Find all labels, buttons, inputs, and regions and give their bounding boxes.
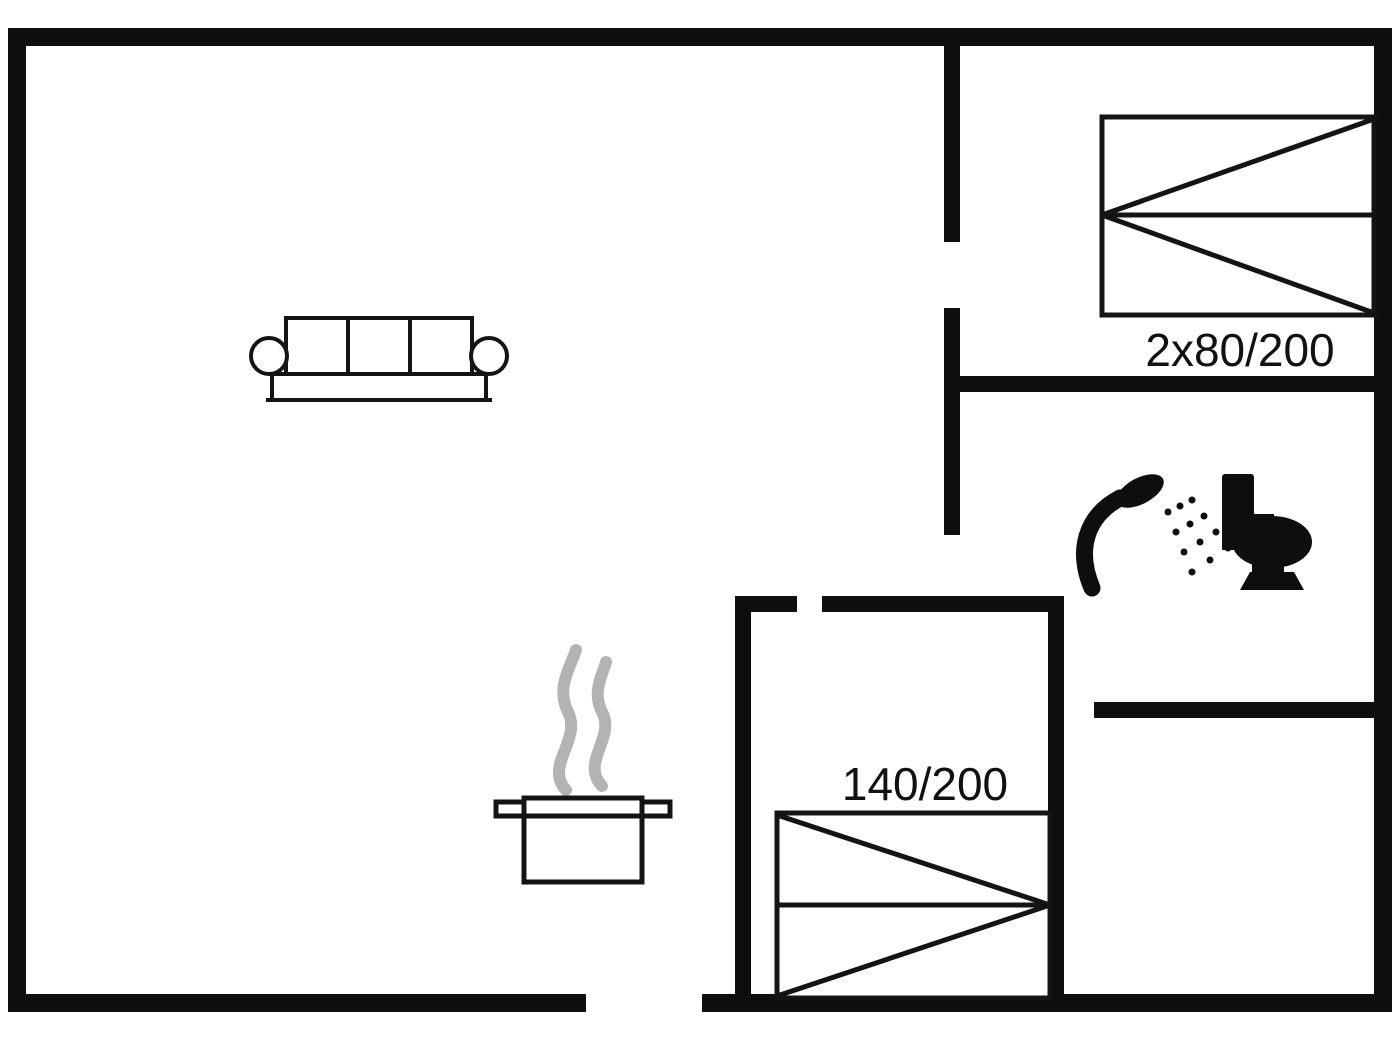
shower-arm: [1076, 489, 1129, 597]
double-bed-duvet-bottom: [1101, 212, 1375, 316]
spray-dot: [1164, 508, 1172, 516]
sofa-back-cushions: [284, 316, 474, 376]
cooking-pot: [493, 795, 673, 885]
shower-arm-group: [1076, 489, 1129, 597]
sofa-seat: [270, 372, 488, 402]
spray-dot: [1206, 556, 1214, 564]
spray-dot: [1186, 520, 1194, 528]
wall-outer-left: [8, 28, 26, 1012]
pot-body: [521, 795, 645, 885]
wall-outer-right: [1374, 28, 1392, 1012]
wall-outer-top: [8, 28, 1392, 46]
wall-bathroom-horizontal: [950, 376, 1392, 392]
spray-dot: [1176, 502, 1184, 510]
double-bed-duvet-top: [1101, 116, 1375, 218]
spray-dot: [1200, 512, 1208, 520]
spray-dot: [1188, 496, 1196, 504]
shower-head: [1116, 474, 1164, 508]
double-bed: [1099, 114, 1377, 318]
bed-140-duvet-top: [776, 812, 1051, 908]
wall-bottomright-horizontal: [1094, 702, 1392, 718]
toilet-icon: [1222, 474, 1312, 590]
spray-dot: [1180, 548, 1188, 556]
shower-icon: [1076, 474, 1232, 597]
spray-dot: [1196, 538, 1204, 546]
bed-140-duvet-bottom: [776, 902, 1051, 999]
shower-head-and-spray: [1116, 474, 1232, 576]
bed-140: [774, 810, 1053, 1001]
steam-icon: [553, 644, 612, 796]
sofa-armrest-right: [469, 336, 509, 376]
spray-dot: [1188, 568, 1196, 576]
wall-midroom-top-right: [822, 596, 1064, 612]
steam-curl-left: [553, 644, 582, 796]
steam-curl-right: [588, 656, 612, 792]
sofa-armrest-left: [249, 336, 289, 376]
double-bed-label: 2x80/200: [1145, 324, 1334, 376]
wall-bedroom-vertical-lower: [944, 308, 960, 535]
spray-dot: [1212, 528, 1220, 536]
walls: [8, 28, 1392, 1012]
toilet-base: [1240, 572, 1304, 590]
sofa: [249, 316, 509, 402]
wall-bedroom-vertical-upper: [944, 28, 960, 242]
spray-dot: [1172, 528, 1180, 536]
wall-outer-bottom-left: [8, 994, 586, 1012]
toilet-bowl: [1232, 516, 1312, 568]
wall-midroom-left: [735, 596, 751, 1012]
bed-140-label: 140/200: [842, 758, 1008, 810]
